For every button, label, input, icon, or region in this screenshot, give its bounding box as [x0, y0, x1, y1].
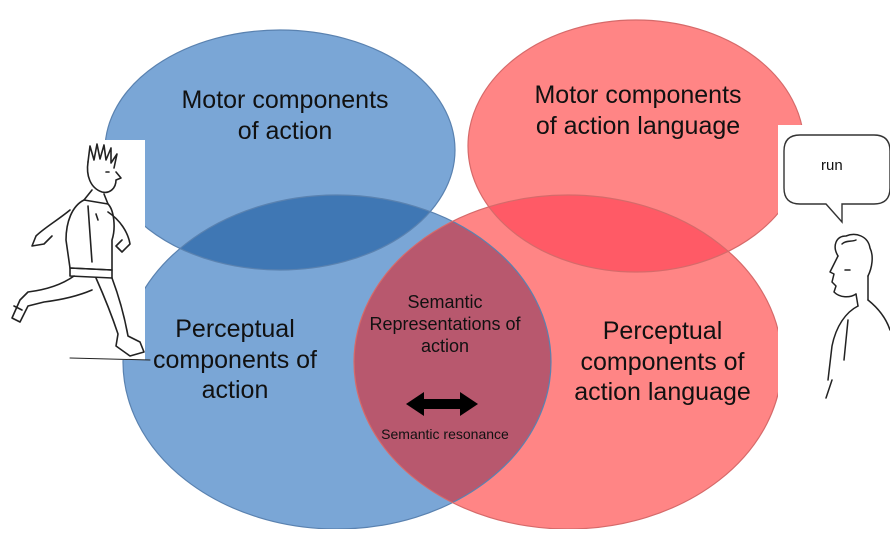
speaking-person-sketch — [825, 233, 890, 399]
overlap-center — [354, 195, 551, 529]
speech-bubble — [783, 134, 890, 224]
label-semantic-representations: Semantic Representations of action — [369, 292, 521, 356]
label-perceptual-action: Perceptual components of action — [153, 315, 317, 404]
speech-bubble-text: run — [821, 157, 843, 174]
double-arrow-icon — [406, 392, 478, 416]
label-motor-language: Motor components of action language — [534, 81, 742, 140]
label-perceptual-language: Perceptual components of action language — [574, 317, 751, 406]
label-semantic-resonance: Semantic resonance — [381, 426, 509, 442]
label-motor-action: Motor components of action — [181, 86, 389, 145]
running-person-sketch — [11, 143, 151, 361]
